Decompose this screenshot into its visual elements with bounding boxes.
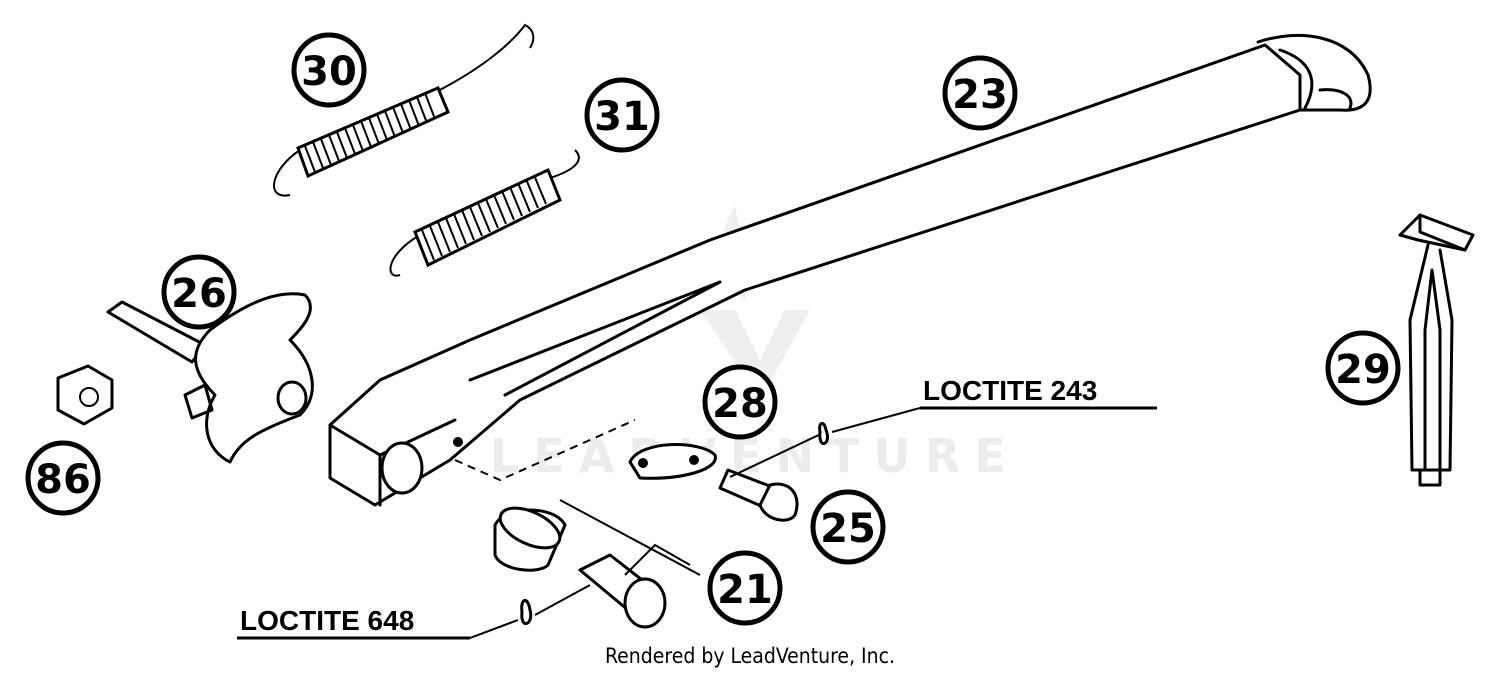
callout-25: 25 — [810, 489, 886, 565]
plate-28 — [454, 419, 717, 482]
svg-text:25: 25 — [820, 506, 876, 552]
screw-25 — [718, 422, 829, 522]
callout-26: 26 — [161, 254, 237, 330]
nut-86 — [56, 364, 114, 426]
credit-text: Rendered by LeadVenture, Inc. — [605, 644, 895, 668]
pivot-bolt-26 — [106, 292, 314, 464]
svg-text:31: 31 — [594, 94, 650, 140]
bush-and-bolt-21 — [493, 499, 701, 629]
spring-30 — [273, 23, 535, 197]
callout-29: 29 — [1325, 330, 1401, 406]
callout-28: 28 — [702, 364, 778, 440]
callout-21: 21 — [707, 550, 783, 626]
loctite-243-label: LOCTITE 243 — [831, 375, 1157, 433]
callout-23: 23 — [942, 55, 1018, 131]
loctite-648-label: LOCTITE 648 — [237, 605, 519, 640]
svg-text:29: 29 — [1335, 347, 1391, 393]
svg-text:28: 28 — [712, 381, 768, 427]
svg-text:86: 86 — [35, 457, 91, 503]
callout-31: 31 — [584, 77, 660, 153]
pin-29 — [1398, 213, 1475, 487]
svg-text:LOCTITE 243: LOCTITE 243 — [923, 375, 1097, 406]
svg-text:26: 26 — [171, 271, 227, 317]
svg-text:23: 23 — [952, 72, 1008, 118]
callout-30: 30 — [291, 32, 367, 108]
svg-text:LOCTITE 648: LOCTITE 648 — [240, 605, 414, 636]
watermark-text: LEADVENTURE — [490, 429, 1020, 483]
spring-31 — [389, 149, 580, 277]
side-stand-23 — [328, 33, 1372, 507]
svg-text:30: 30 — [301, 49, 357, 95]
svg-text:21: 21 — [717, 567, 773, 613]
callout-86: 86 — [25, 440, 101, 516]
